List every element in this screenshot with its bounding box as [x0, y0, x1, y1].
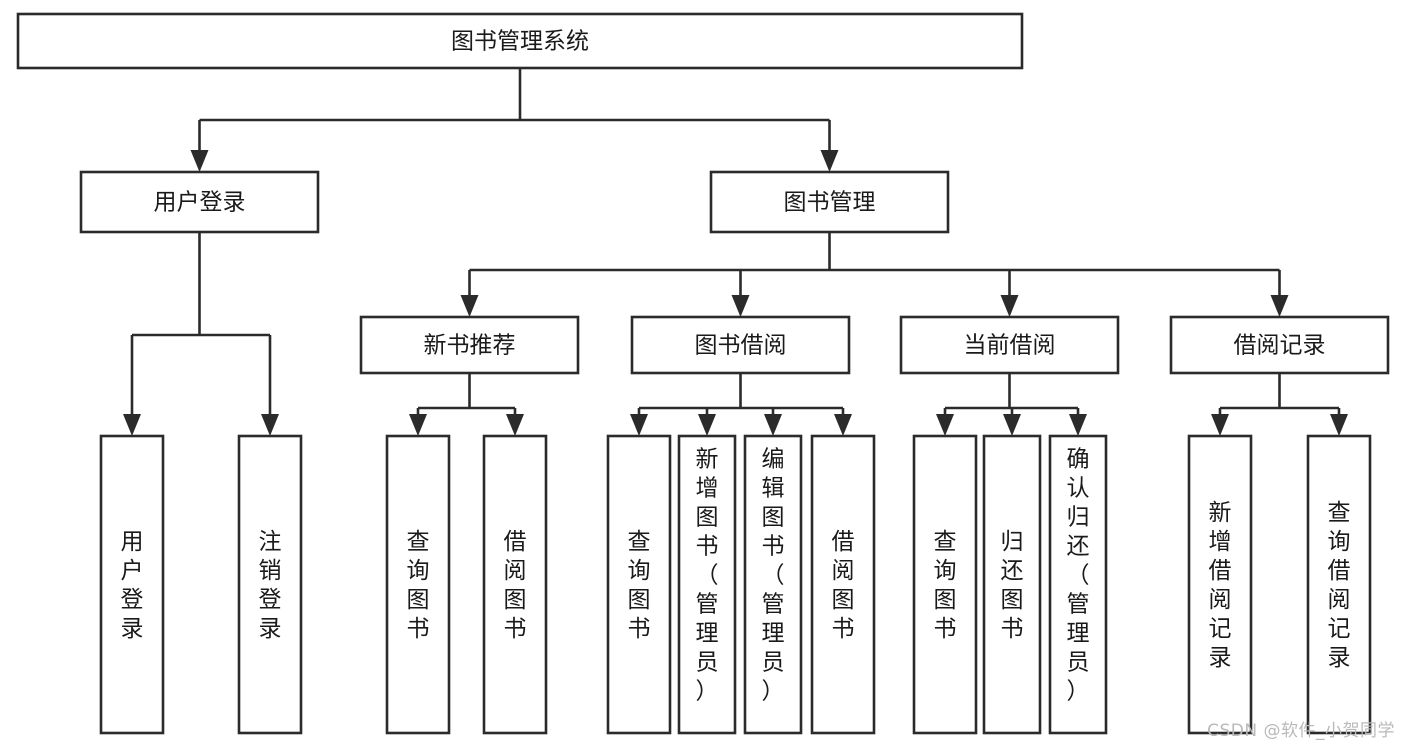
leaf-node-label: 新增借阅记录: [1209, 500, 1232, 671]
leaf-node-label: 注销登录: [259, 529, 282, 642]
level3-node-label: 图书借阅: [695, 333, 787, 359]
leaf-node-rect[interactable]: [99, 434, 165, 735]
level3-node-rect[interactable]: [359, 315, 580, 375]
level2-node-1[interactable]: 用户登录: [79, 170, 320, 234]
leaf-node-2[interactable]: 注销登录: [237, 434, 303, 735]
level3-node-rect[interactable]: [899, 315, 1120, 375]
leaf-node-4[interactable]: 借阅图书: [482, 434, 548, 735]
arrow-head-icon: [460, 295, 479, 317]
leaf-node-rect[interactable]: [237, 434, 303, 735]
leaf-node-label: 查询图书: [407, 529, 430, 642]
leaf-node-label: 编辑图书（管理员）: [762, 447, 785, 705]
root-node-1[interactable]: 图书管理系统: [16, 12, 1024, 70]
leaf-node-11[interactable]: 确认归还（管理员）: [1048, 434, 1108, 735]
arrow-head-icon: [764, 414, 782, 436]
leaf-node-rect[interactable]: [385, 434, 451, 735]
level2-node-label: 图书管理: [784, 190, 876, 216]
leaf-node-label: 新增图书（管理员）: [696, 447, 719, 705]
leaf-node-rect[interactable]: [912, 434, 978, 735]
leaf-node-label: 借阅图书: [504, 529, 527, 642]
arrow-head-icon: [630, 414, 648, 436]
level2-node-2[interactable]: 图书管理: [709, 170, 950, 234]
leaf-node-label: 归还图书: [1001, 529, 1024, 642]
leaf-node-rect[interactable]: [677, 434, 737, 735]
leaf-node-8[interactable]: 借阅图书: [810, 434, 876, 735]
leaf-node-6[interactable]: 新增图书（管理员）: [677, 434, 737, 735]
level3-node-1[interactable]: 新书推荐: [359, 315, 580, 375]
leaf-node-rect[interactable]: [982, 434, 1042, 735]
connector-layer: [123, 68, 1348, 436]
leaf-node-5[interactable]: 查询图书: [606, 434, 672, 735]
leaf-node-9[interactable]: 查询图书: [912, 434, 978, 735]
leaf-node-label: 查询图书: [934, 529, 957, 642]
leaf-node-label: 查询图书: [628, 529, 651, 642]
arrow-head-icon: [261, 414, 279, 436]
leaf-node-rect[interactable]: [1306, 434, 1372, 735]
level3-node-label: 借阅记录: [1234, 333, 1326, 359]
leaf-node-13[interactable]: 查询借阅记录: [1306, 434, 1372, 735]
leaf-node-1[interactable]: 用户登录: [99, 434, 165, 735]
root-node-rect[interactable]: [16, 12, 1024, 70]
level3-node-2[interactable]: 图书借阅: [630, 315, 851, 375]
leaf-node-label: 查询借阅记录: [1328, 500, 1351, 671]
leaf-node-label: 用户登录: [121, 529, 144, 642]
leaf-node-3[interactable]: 查询图书: [385, 434, 451, 735]
arrow-head-icon: [506, 414, 524, 436]
leaf-node-label: 借阅图书: [832, 529, 855, 642]
arrow-head-icon: [698, 414, 716, 436]
level2-node-label: 用户登录: [154, 190, 246, 216]
arrow-head-icon: [1270, 295, 1289, 317]
level3-node-rect[interactable]: [1169, 315, 1390, 375]
arrow-head-icon: [123, 414, 141, 436]
arrow-head-icon: [1003, 414, 1021, 436]
leaf-node-12[interactable]: 新增借阅记录: [1187, 434, 1253, 735]
level3-node-label: 新书推荐: [424, 333, 516, 359]
level2-node-rect[interactable]: [79, 170, 320, 234]
level3-node-4[interactable]: 借阅记录: [1169, 315, 1390, 375]
level2-node-rect[interactable]: [709, 170, 950, 234]
arrow-head-icon: [1211, 414, 1229, 436]
leaf-node-rect[interactable]: [810, 434, 876, 735]
leaf-node-7[interactable]: 编辑图书（管理员）: [743, 434, 803, 735]
leaf-node-rect[interactable]: [482, 434, 548, 735]
level3-node-label: 当前借阅: [964, 333, 1056, 359]
node-layer: 图书管理系统用户登录图书管理新书推荐图书借阅当前借阅借阅记录用户登录注销登录查询…: [16, 12, 1390, 735]
leaf-node-rect[interactable]: [1048, 434, 1108, 735]
leaf-node-label: 确认归还（管理员）: [1067, 447, 1090, 705]
root-node-label: 图书管理系统: [451, 29, 589, 55]
leaf-node-rect[interactable]: [606, 434, 672, 735]
arrow-head-icon: [190, 150, 209, 172]
arrow-head-icon: [409, 414, 427, 436]
level3-node-3[interactable]: 当前借阅: [899, 315, 1120, 375]
arrow-head-icon: [1069, 414, 1087, 436]
leaf-node-rect[interactable]: [743, 434, 803, 735]
arrow-head-icon: [1000, 295, 1019, 317]
arrow-head-icon: [731, 295, 750, 317]
leaf-node-10[interactable]: 归还图书: [982, 434, 1042, 735]
arrow-head-icon: [936, 414, 954, 436]
arrow-head-icon: [1330, 414, 1348, 436]
level3-node-rect[interactable]: [630, 315, 851, 375]
arrow-head-icon: [820, 150, 839, 172]
leaf-node-rect[interactable]: [1187, 434, 1253, 735]
arrow-head-icon: [834, 414, 852, 436]
